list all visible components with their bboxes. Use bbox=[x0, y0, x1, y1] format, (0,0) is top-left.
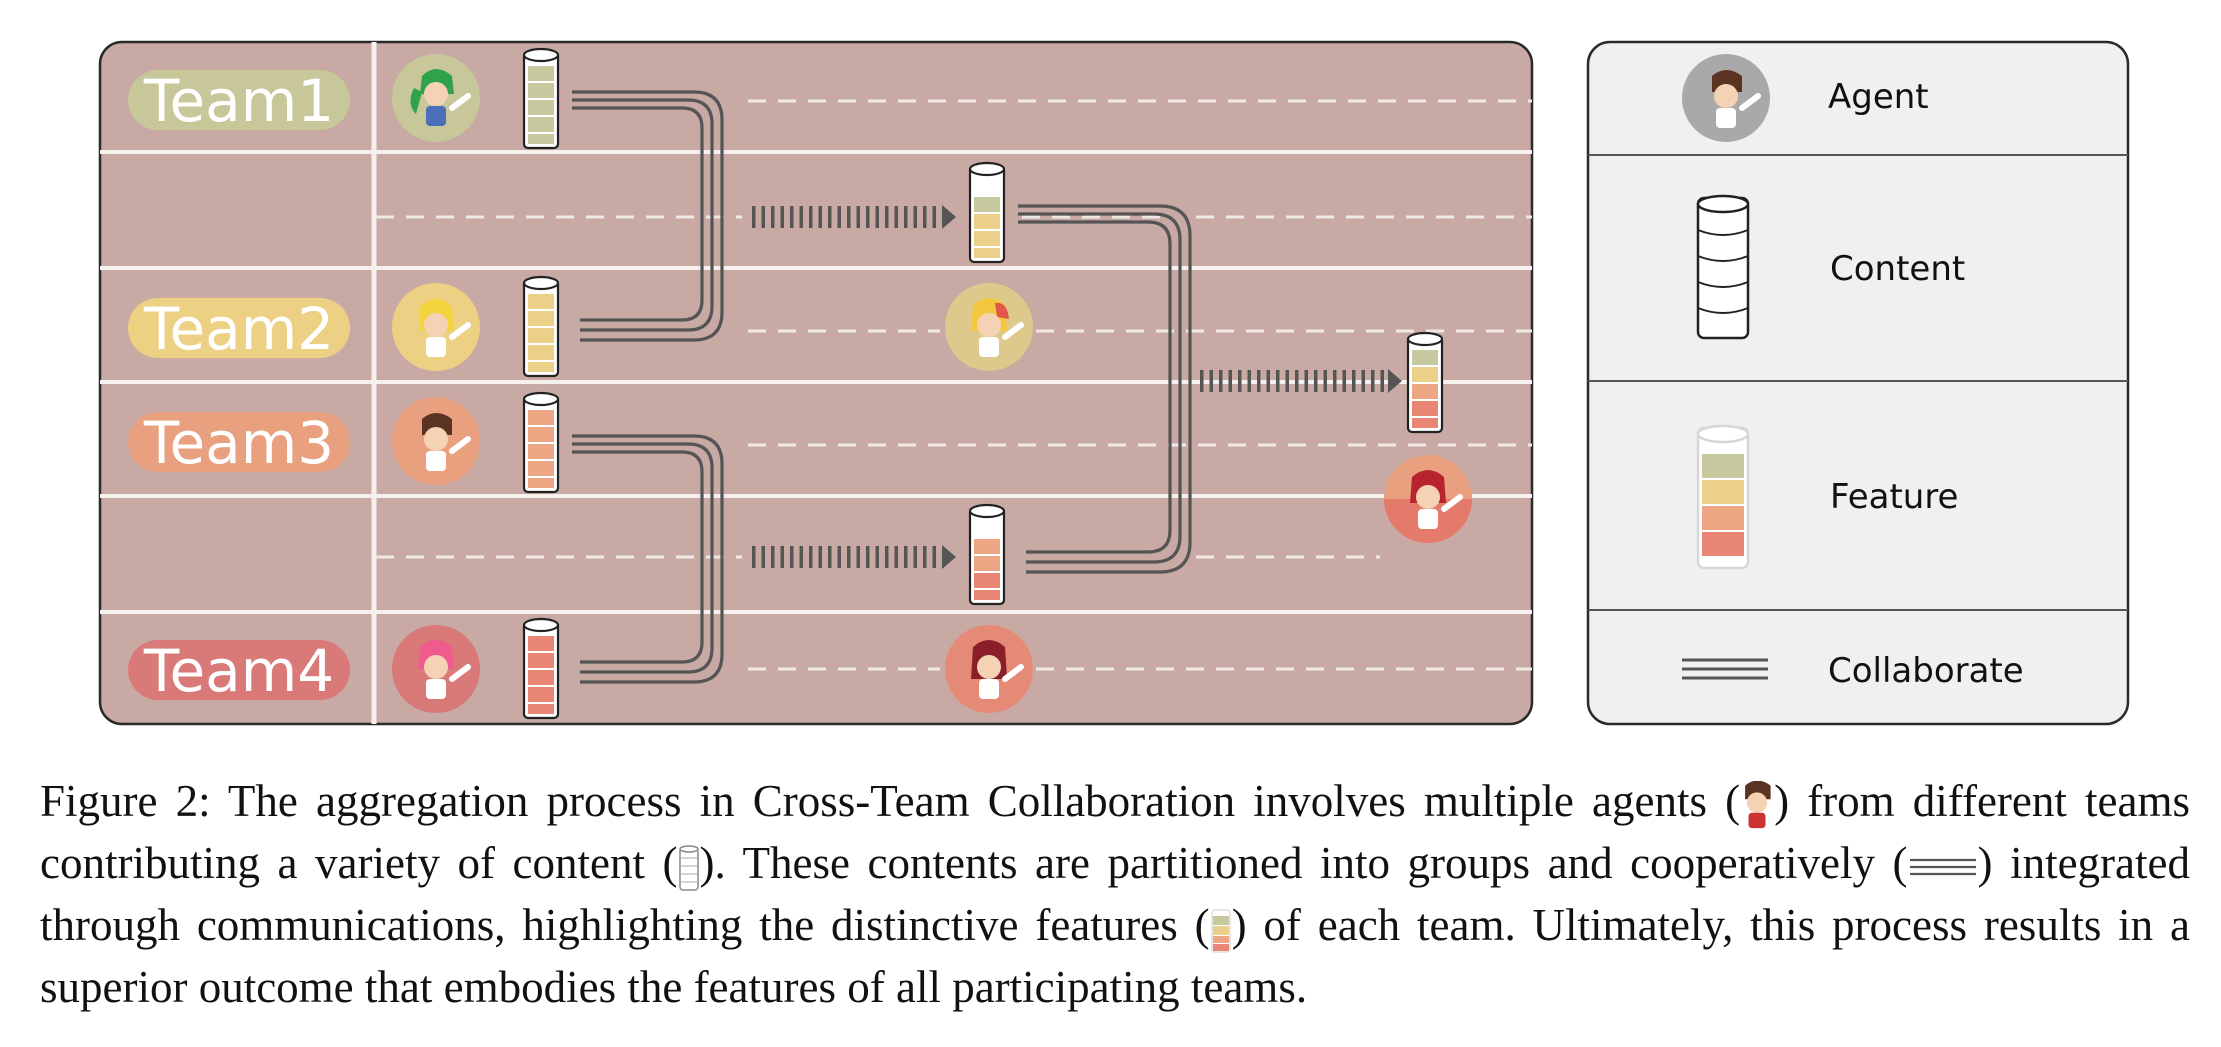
team1-content-cylinder bbox=[522, 47, 560, 150]
team1-agent-icon bbox=[392, 54, 480, 142]
triple-line-icon bbox=[1909, 858, 1976, 875]
caption-part-1: Figure 2: The aggregation process in Cro… bbox=[40, 776, 1741, 826]
team2-agent-icon bbox=[392, 283, 480, 371]
team2-content-cylinder bbox=[522, 275, 560, 378]
feature-cylinder-icon bbox=[1210, 908, 1231, 953]
svg-text:Team3: Team3 bbox=[143, 409, 334, 477]
lane-separators bbox=[100, 150, 1532, 614]
legend-feature-icon bbox=[1696, 424, 1750, 570]
merged-agent-top-icon bbox=[945, 283, 1033, 371]
final-feature-cylinder bbox=[1406, 331, 1444, 434]
team-label-4: Team4 bbox=[128, 637, 350, 705]
collaborate-pipes bbox=[572, 90, 1192, 684]
svg-text:Team4: Team4 bbox=[143, 637, 334, 705]
legend-content-icon bbox=[1696, 194, 1750, 340]
diagram: Team1 Team2 Team3 Team4 bbox=[98, 40, 2130, 726]
team-label-1: Team1 bbox=[128, 67, 350, 135]
caption-part-2: ) from different teams contributing a va… bbox=[40, 776, 2190, 888]
caption-part-3: ). These contents are partitioned into g… bbox=[699, 838, 1908, 888]
dotted-arrow-1 bbox=[752, 205, 956, 229]
team3-agent-icon bbox=[392, 397, 480, 485]
legend-panel bbox=[1586, 40, 2130, 726]
team3-content-cylinder bbox=[522, 391, 560, 494]
legend-feature-label: Feature bbox=[1830, 477, 1958, 517]
team4-content-cylinder bbox=[522, 617, 560, 720]
agent-icon bbox=[1745, 780, 1771, 828]
team-label-2: Team2 bbox=[128, 295, 350, 363]
legend-collaborate-icon bbox=[1682, 658, 1768, 680]
merged-feature-cylinder-bottom bbox=[968, 503, 1006, 606]
dotted-arrow-3 bbox=[1200, 369, 1402, 393]
dashed-lane-guides bbox=[376, 99, 1532, 671]
dotted-arrow-2 bbox=[752, 545, 956, 569]
legend-dividers bbox=[1588, 154, 2128, 611]
caption-part-5: ) of each team. Ultimately, this process… bbox=[40, 900, 2190, 1012]
svg-text:Team2: Team2 bbox=[143, 295, 334, 363]
team4-agent-icon bbox=[392, 625, 480, 713]
legend-agent-label: Agent bbox=[1828, 77, 1929, 117]
legend-collaborate-label: Collaborate bbox=[1828, 651, 2024, 691]
legend-content-label: Content bbox=[1830, 249, 1965, 289]
legend-agent-icon bbox=[1682, 54, 1770, 142]
team-label-3: Team3 bbox=[128, 409, 350, 477]
merged-feature-cylinder-top bbox=[968, 161, 1006, 264]
figure-caption: Figure 2: The aggregation process in Cro… bbox=[40, 770, 2190, 1018]
svg-text:Team1: Team1 bbox=[143, 67, 334, 135]
caption-part-4: ) integrated through communications, hig… bbox=[40, 838, 2190, 950]
cylinder-icon bbox=[678, 844, 699, 891]
merged-agent-bottom-icon bbox=[945, 625, 1033, 713]
final-agent-icon bbox=[1384, 455, 1472, 543]
